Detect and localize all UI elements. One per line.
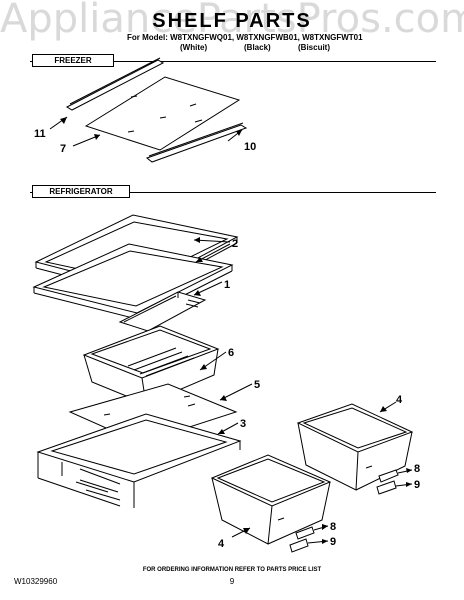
refrigerator-section-rule [30, 192, 436, 193]
color-black-label: (Black) [244, 43, 271, 52]
leader-5 [219, 383, 253, 401]
callout-11: 11 [34, 128, 46, 140]
left-drawer-clip-parts [289, 525, 329, 553]
callout-4-right: 4 [396, 394, 403, 406]
refrigerator-crisper-drawer-right [296, 403, 414, 491]
callout-9-left: 9 [330, 536, 336, 548]
document-number: W10329960 [14, 577, 58, 586]
watermark: AppliancePartsPros.com [0, 0, 464, 42]
callout-7: 7 [60, 143, 66, 155]
refrigerator-crisper-cover-frame [36, 413, 242, 508]
refrigerator-shelf-frame-lower [32, 243, 234, 320]
right-drawer-clip-parts [376, 469, 413, 495]
callout-10: 10 [244, 141, 256, 153]
callout-5: 5 [254, 379, 260, 391]
callout-9-right: 9 [414, 479, 420, 491]
page-number: 9 [229, 577, 235, 586]
refrigerator-section-label: REFRIGERATOR [32, 185, 130, 198]
ordering-note: FOR ORDERING INFORMATION REFER TO PARTS … [142, 567, 322, 573]
freezer-rear-trim [65, 57, 165, 111]
freezer-section-rule [30, 61, 436, 62]
color-white-label: (White) [180, 43, 208, 52]
leader-2b [195, 243, 231, 263]
callout-3: 3 [240, 418, 246, 430]
callout-1: 1 [224, 279, 230, 291]
page-title: SHELF PARTS [152, 10, 312, 32]
callout-2: 2 [232, 238, 238, 250]
freezer-glass-shelf [84, 76, 241, 151]
callout-6: 6 [228, 347, 234, 359]
callout-8-left: 8 [330, 521, 336, 533]
callout-4-left: 4 [218, 538, 225, 550]
freezer-section-label: FREEZER [32, 54, 114, 67]
callout-8-right: 8 [414, 463, 420, 475]
model-list: For Model: W8TXNGFWQ01, W8TXNGFWB01, W8T… [127, 33, 363, 42]
color-biscuit-label: (Biscuit) [298, 43, 330, 52]
freezer-front-trim [145, 122, 248, 163]
